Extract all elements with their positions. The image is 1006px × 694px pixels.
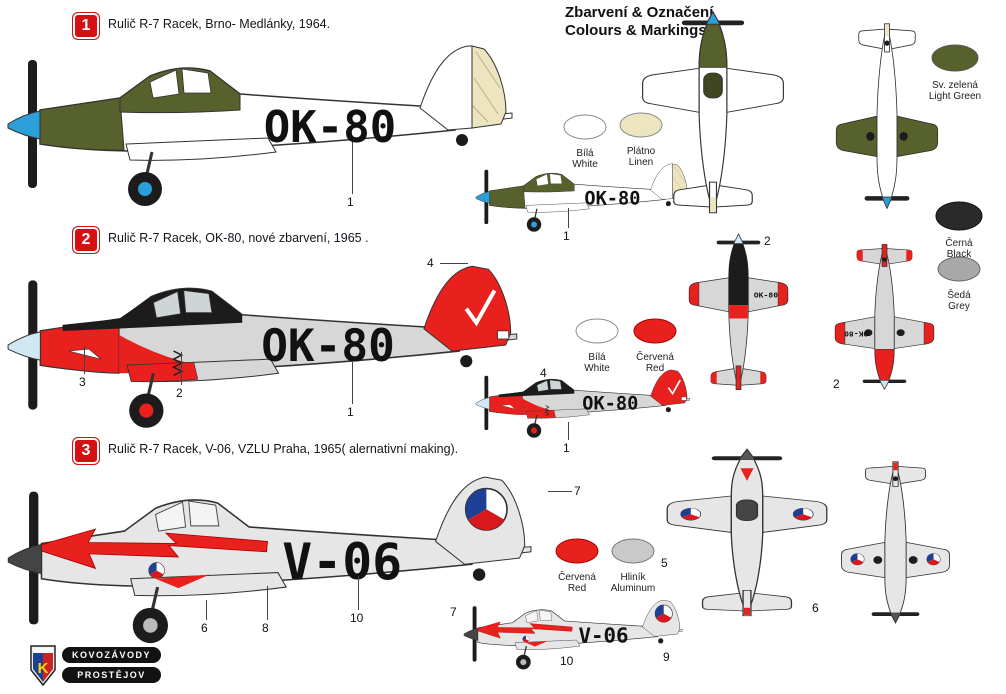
color-swatch bbox=[619, 112, 663, 138]
page-title: Zbarvení & Označení Colours & Markings bbox=[565, 4, 713, 40]
swatch-red-3: Červená Red bbox=[552, 536, 602, 595]
swatch-label-cz: Plátno bbox=[626, 145, 656, 157]
swatch-grey: Šedá Grey bbox=[934, 254, 984, 313]
swatch-label-en: Light Green bbox=[928, 91, 982, 102]
callout-1-small: 1 bbox=[563, 441, 570, 455]
leader-line bbox=[352, 142, 353, 194]
leader-line bbox=[267, 586, 268, 620]
swatch-label-en: Linen bbox=[628, 157, 654, 168]
scheme2-number: 2 bbox=[81, 231, 91, 248]
callout-10: 10 bbox=[350, 611, 364, 625]
leader-line bbox=[440, 263, 468, 264]
scheme1-badge: 1 bbox=[72, 12, 100, 40]
callout-4: 4 bbox=[427, 256, 434, 270]
scheme2-badge: 2 bbox=[72, 226, 100, 254]
swatch-label-cz: Černá bbox=[945, 237, 973, 249]
swatch-label-en: Black bbox=[946, 249, 972, 260]
color-swatch bbox=[633, 318, 677, 344]
swatch-white-2: Bílá White bbox=[572, 316, 622, 375]
swatch-white-1: Bílá White bbox=[560, 112, 610, 171]
scheme1-side-view bbox=[0, 18, 540, 228]
swatch-black: Černá Black bbox=[932, 200, 986, 261]
scheme2-side-view bbox=[0, 238, 545, 450]
swatch-aluminum: Hliník Aluminum bbox=[608, 536, 658, 595]
title-english: Colours & Markings bbox=[565, 22, 707, 39]
scheme3-bottom-view bbox=[838, 448, 953, 626]
swatch-label-cz: Červená bbox=[558, 571, 596, 583]
callout-1: 1 bbox=[347, 405, 354, 419]
swatch-label-cz: Bílá bbox=[588, 351, 606, 363]
scheme1-bottom-view bbox=[833, 8, 941, 212]
callout-7: 7 bbox=[574, 484, 581, 498]
color-swatch bbox=[931, 44, 979, 72]
scheme3-side-view-small bbox=[460, 588, 695, 679]
brand-logo: K KOVOZÁVODY PROSTĚJOV bbox=[28, 643, 162, 687]
color-swatch bbox=[575, 318, 619, 344]
scheme1-caption: Rulič R-7 Racek, Brno- Medlánky, 1964. bbox=[108, 17, 331, 31]
swatch-label-cz: Šedá bbox=[947, 289, 971, 301]
swatch-light-green: Sv. zelená Light Green bbox=[928, 42, 982, 103]
callout-9-small: 9 bbox=[663, 650, 670, 664]
color-swatch bbox=[935, 201, 983, 231]
swatch-label-en: Red bbox=[567, 583, 587, 594]
callout-2-top: 2 bbox=[764, 234, 771, 248]
leader-line bbox=[352, 362, 353, 404]
leader-line bbox=[84, 346, 85, 374]
swatch-label-en: White bbox=[584, 363, 610, 374]
swatch-label-en: Grey bbox=[948, 301, 970, 312]
scheme3-caption: Rulič R-7 Racek, V-06, VZLU Praha, 1965(… bbox=[108, 442, 459, 456]
leader-line bbox=[181, 352, 182, 385]
swatch-label-en: Aluminum bbox=[610, 583, 656, 594]
leader-line bbox=[568, 208, 569, 228]
leader-line bbox=[206, 600, 207, 620]
swatch-label-cz: Sv. zelená bbox=[932, 79, 978, 91]
swatch-label-cz: Červená bbox=[636, 351, 674, 363]
leader-line bbox=[358, 576, 359, 610]
swatch-linen: Plátno Linen bbox=[616, 110, 666, 169]
brand-name-line1: KOVOZÁVODY bbox=[62, 647, 162, 663]
leader-line bbox=[568, 422, 569, 440]
color-swatch bbox=[563, 114, 607, 140]
scheme3-number: 3 bbox=[81, 442, 91, 459]
brand-shield-icon: K bbox=[30, 645, 56, 687]
swatch-label-cz: Bílá bbox=[576, 147, 594, 159]
callout-5-top: 5 bbox=[661, 556, 668, 570]
swatch-label-cz: Hliník bbox=[620, 571, 646, 583]
scheme2-top-view bbox=[686, 231, 791, 403]
swatch-red-2: Červená Red bbox=[630, 316, 680, 375]
scheme3-badge: 3 bbox=[72, 437, 100, 465]
callout-6: 6 bbox=[201, 621, 208, 635]
swatch-label-en: White bbox=[572, 159, 598, 170]
callout-8: 8 bbox=[262, 621, 269, 635]
callout-4-small: 4 bbox=[540, 366, 547, 380]
callout-2-bottom: 2 bbox=[833, 377, 840, 391]
swatch-label-en: Red bbox=[645, 363, 665, 374]
color-swatch bbox=[937, 256, 981, 282]
scheme2-bottom-view bbox=[832, 232, 937, 392]
scheme2-caption: Rulič R-7 Racek, OK-80, nové zbarvení, 1… bbox=[108, 231, 369, 245]
color-swatch bbox=[611, 538, 655, 564]
callout-2: 2 bbox=[176, 386, 183, 400]
callout-10-small: 10 bbox=[560, 654, 574, 668]
scheme3-top-view bbox=[662, 446, 832, 630]
callout-7-small: 7 bbox=[450, 605, 457, 619]
callout-1: 1 bbox=[347, 195, 354, 209]
color-swatch bbox=[555, 538, 599, 564]
shield-letter: K bbox=[38, 660, 49, 677]
leader-line bbox=[548, 491, 572, 492]
brand-name-line2: PROSTĚJOV bbox=[62, 667, 162, 683]
callout-3: 3 bbox=[79, 375, 86, 389]
scheme1-number: 1 bbox=[81, 17, 91, 34]
callout-6-bottom: 6 bbox=[812, 601, 819, 615]
title-czech: Zbarvení & Označení bbox=[565, 4, 714, 21]
callout-1-small: 1 bbox=[563, 229, 570, 243]
